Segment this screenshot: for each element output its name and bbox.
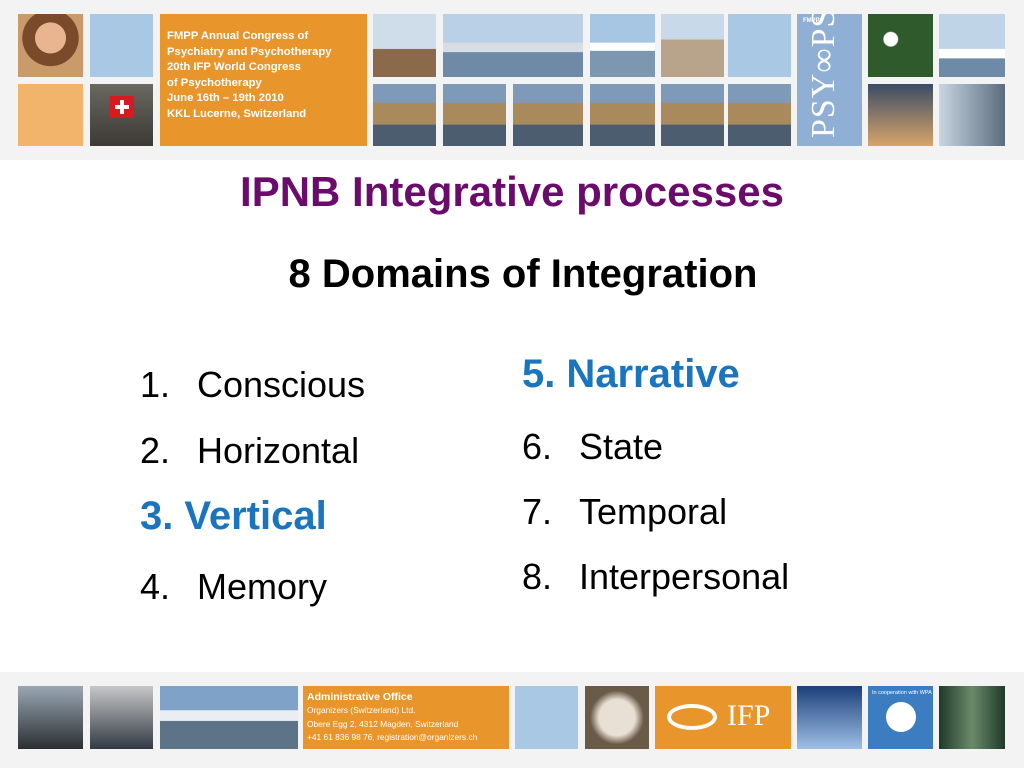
photo-people [90, 686, 153, 749]
list-item-number: 2. [140, 430, 171, 471]
psy-logo: FMPP PSY∞PSY [797, 14, 862, 146]
list-item-label: Vertical [184, 494, 327, 538]
photo-lucerne-lake [443, 14, 583, 77]
wpa-label: In cooperation with WPA [872, 690, 932, 696]
header-banner: FMPP Annual Congress of Psychiatry and P… [0, 0, 1024, 160]
list-item: 2. Horizontal [140, 430, 359, 472]
congress-line: FMPP Annual Congress of [167, 30, 309, 42]
color-tile [18, 84, 83, 146]
list-item: 6. State [522, 426, 663, 468]
admin-office-line: Obere Egg 2, 4312 Magden, Switzerland [307, 718, 459, 729]
list-item-number: 6. [522, 426, 553, 467]
list-item-label: Conscious [197, 364, 366, 405]
ifp-swoosh-icon [667, 704, 717, 730]
list-item-label: Memory [197, 566, 328, 607]
photo-waterfall [18, 686, 83, 749]
photo-lucerne-tower [373, 14, 436, 77]
psy-logo-text: PSY∞PSY [805, 14, 842, 138]
list-item-number: 1. [140, 364, 171, 405]
photo-chapel-bridge [728, 84, 791, 146]
photo-jesuit-church [661, 14, 724, 77]
wpa-logo: In cooperation with WPA [868, 686, 933, 749]
admin-office-heading: Administrative Office [307, 691, 413, 703]
color-tile [728, 14, 791, 77]
list-item: 4. Memory [140, 566, 327, 608]
swiss-flag-icon [110, 96, 134, 118]
footer-banner: Administrative Office Organizers (Switze… [0, 672, 1024, 768]
color-tile [515, 686, 578, 749]
congress-line: of Psychotherapy [167, 76, 262, 89]
color-tile [90, 14, 153, 77]
list-item-number: 3. [140, 494, 174, 538]
congress-line: 20th IFP World Congress [167, 61, 301, 74]
photo-audience [868, 84, 933, 146]
photo-forest [939, 686, 1005, 749]
slide-title: IPNB Integrative processes [240, 168, 784, 215]
photo-mountain-lake [160, 686, 298, 749]
photo-chapel-bridge [373, 84, 436, 146]
list-item-number: 5. [522, 352, 556, 396]
fmpp-label: FMPP [803, 18, 820, 24]
congress-line: Psychiatry and Psychotherapy [167, 45, 332, 58]
congress-line: June 16th – 19th 2010 [167, 92, 284, 105]
photo-chapel-bridge [661, 84, 724, 146]
list-item-label: State [579, 426, 664, 467]
photo-alps [590, 14, 655, 77]
list-item-label: Horizontal [197, 430, 360, 471]
list-item: 8. Interpersonal [522, 556, 789, 598]
wpa-globe-icon [886, 702, 916, 732]
admin-office-line: +41 61 836 98 76, registration@organizer… [307, 732, 478, 743]
list-item: 1. Conscious [140, 364, 365, 406]
slide-subtitle: 8 Domains of Integration [288, 252, 758, 296]
admin-office-line: Organizers (Switzerland) Ltd. [307, 705, 416, 715]
list-item: 7. Temporal [522, 491, 727, 533]
photo-chapel-bridge [513, 84, 583, 146]
list-item-label: Interpersonal [579, 556, 790, 597]
photo-kkl-building [939, 84, 1005, 146]
photo-clock [585, 686, 649, 749]
photo-swiss-flag [90, 84, 153, 146]
photo-lake-boat [939, 14, 1005, 77]
ifp-logo-text: IFP [727, 699, 771, 732]
list-item-highlighted: 3.Vertical [140, 494, 327, 539]
list-item-number: 4. [140, 566, 171, 607]
photo-fountain [797, 686, 862, 749]
congress-info-box: FMPP Annual Congress of Psychiatry and P… [160, 14, 367, 146]
admin-office-box: Administrative Office Organizers (Switze… [303, 686, 509, 749]
photo-edelweiss [868, 14, 933, 77]
list-item-highlighted: 5.Narrative [522, 352, 740, 397]
list-item-label: Temporal [579, 491, 728, 532]
photo-woman-face [18, 14, 83, 77]
list-item-label: Narrative [566, 352, 740, 396]
photo-chapel-bridge [443, 84, 506, 146]
congress-line: KKL Lucerne, Switzerland [167, 107, 307, 120]
ifp-logo: IFP [655, 686, 791, 749]
photo-chapel-bridge [590, 84, 655, 146]
list-item-number: 8. [522, 556, 553, 597]
list-item-number: 7. [522, 491, 553, 532]
